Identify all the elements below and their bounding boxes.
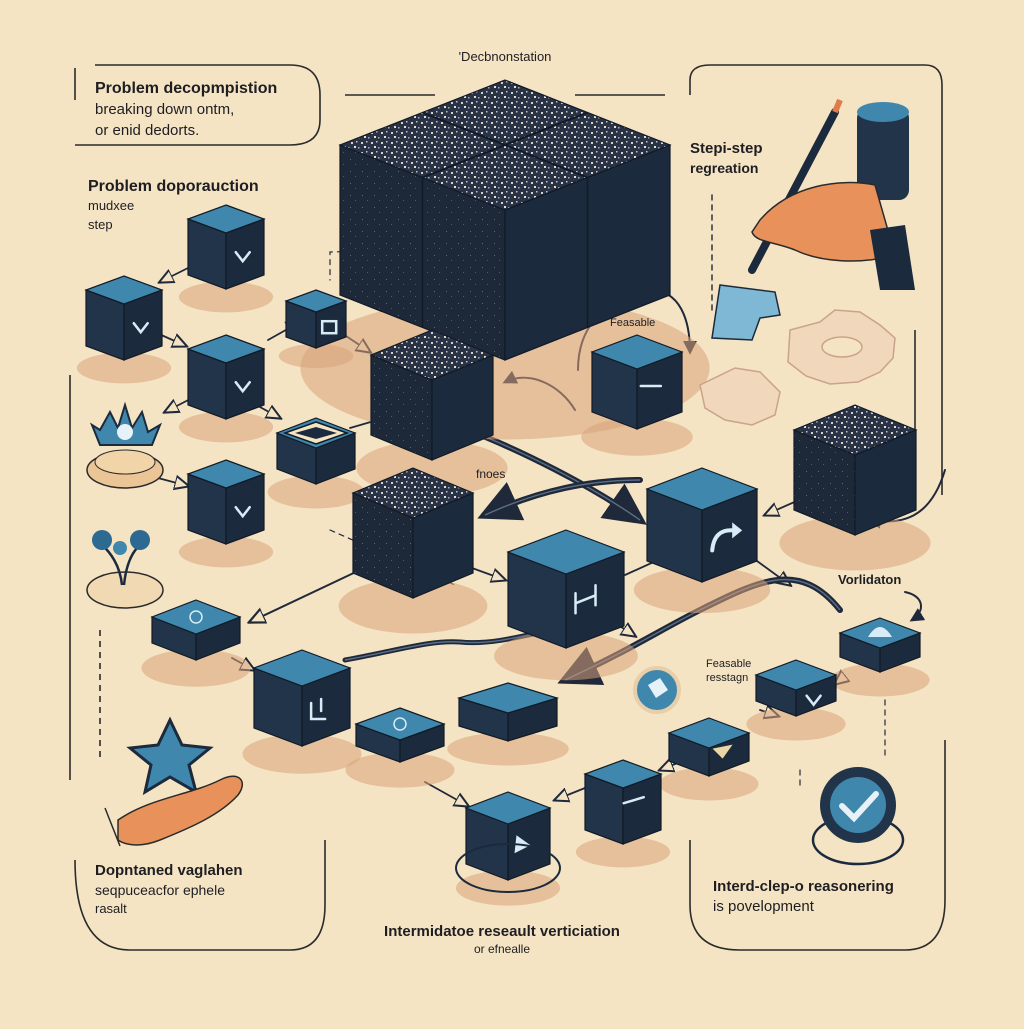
bottom-left-label-line1: Dopntaned vaglahen bbox=[95, 862, 243, 879]
cube-right-noise bbox=[779, 404, 931, 571]
bottom-left-label-line2: seqpuceacfor ephele bbox=[95, 882, 225, 898]
cube-row2-b bbox=[278, 289, 354, 369]
arrow-curve-to-center-noise bbox=[477, 477, 643, 521]
cube-low-left bbox=[242, 649, 362, 774]
feasible-right-label-line2: resstagn bbox=[706, 672, 749, 684]
top-right-label-line1: Stepi-step bbox=[690, 140, 763, 157]
frame-top-left bbox=[75, 64, 321, 146]
cube-low-right2 bbox=[659, 717, 759, 801]
cube-mid-blue bbox=[581, 334, 693, 456]
bottom-right-label-line1: Interd-clep-o reasonering bbox=[713, 878, 894, 895]
plant-icon bbox=[86, 530, 164, 609]
mid-left-label-line3: step bbox=[88, 217, 113, 232]
frame-bottom-right bbox=[689, 740, 946, 951]
cube-left-stack bbox=[141, 599, 251, 687]
cube-bottom-a bbox=[575, 759, 671, 868]
bottom-right-label-line2: is povelopment bbox=[713, 898, 814, 915]
star-hand-icon bbox=[104, 716, 243, 847]
mid-left-label-line2: mudxee bbox=[88, 198, 135, 213]
cube-row4-a bbox=[178, 459, 274, 568]
top-left-label-line1: Problem decopmpistion bbox=[95, 80, 278, 97]
cube-row2-a bbox=[76, 275, 172, 384]
top-right-label-line2: regreation bbox=[690, 160, 759, 176]
checkmark-icon bbox=[811, 767, 905, 866]
base-ring bbox=[455, 843, 561, 893]
puzzle-piece-icon bbox=[711, 284, 781, 341]
cube-frame bbox=[267, 417, 365, 509]
cube-low-right bbox=[746, 659, 846, 741]
arrow-center-noise-to-stack bbox=[250, 569, 361, 622]
feasible-small-label: Feasable bbox=[610, 317, 656, 329]
frame-lines bbox=[69, 64, 946, 951]
gear-outline-icon bbox=[699, 309, 896, 426]
cube-layer bbox=[76, 79, 931, 906]
cube-bottom-center bbox=[455, 791, 561, 906]
top-center-label: 'Decbnonstation bbox=[458, 49, 552, 64]
bottom-left-label-line3: rasalt bbox=[95, 901, 127, 916]
arrow-vorlidaton-hook bbox=[904, 591, 926, 622]
arrow-bottom-a-to-center bbox=[555, 785, 591, 800]
arrow-curve-to-center-noise-highlight bbox=[484, 479, 641, 516]
arrow-low-mid-to-bottom bbox=[424, 781, 468, 806]
top-left-label-line3: or enid dedorts. bbox=[95, 122, 200, 139]
arrow-r1-to-r2 bbox=[160, 267, 189, 282]
fnoes-label: fnoes bbox=[476, 467, 506, 481]
bottom-center-label-line1: Intermidatoe reseault verticiation bbox=[384, 923, 620, 940]
cube-center-noise bbox=[338, 467, 488, 634]
bottom-center-label-line2: or efnealle bbox=[473, 942, 531, 956]
pencil-hand-icon bbox=[748, 98, 915, 290]
cube-curve bbox=[633, 467, 771, 614]
top-left-label-line2: breaking down ontm, bbox=[95, 101, 235, 118]
cube-right-stack bbox=[830, 617, 930, 697]
cube-row1-a bbox=[178, 204, 274, 313]
flower-icon bbox=[86, 401, 164, 489]
feasible-right-label-line1: Feasable bbox=[706, 658, 752, 670]
cube-row3-a bbox=[178, 334, 274, 443]
frame-top-right bbox=[689, 64, 943, 495]
target-disc-icon bbox=[633, 666, 681, 714]
cube-low-mid bbox=[345, 707, 455, 788]
frame-bottom-left bbox=[74, 840, 326, 951]
cube-center-blue bbox=[494, 529, 638, 681]
mid-left-label-line1: Problem doporauction bbox=[88, 178, 259, 195]
cube-low-flat bbox=[447, 682, 569, 766]
vorlidaton-label: Vorlidaton bbox=[838, 572, 902, 587]
arrow-flower-to-r4 bbox=[157, 478, 188, 486]
